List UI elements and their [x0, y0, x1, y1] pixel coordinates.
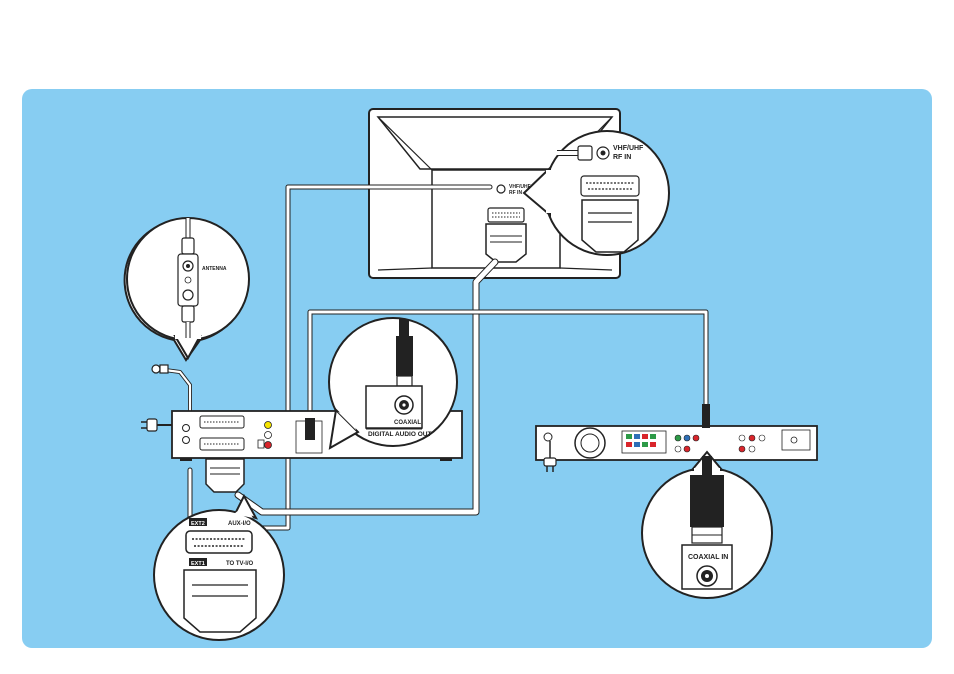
antenna-label: ANTENNA — [202, 266, 227, 272]
coaxial-label: COAXIAL — [394, 420, 421, 426]
aux-io-label: AUX-I/O — [228, 521, 251, 527]
tv-callout-scart-socket-icon — [581, 176, 639, 196]
svg-text:RF IN: RF IN — [509, 190, 522, 196]
recorder-scart-plug-icon — [206, 459, 244, 492]
tv-callout-scart-plug-icon — [582, 200, 638, 252]
tv-rf-jack-icon — [497, 185, 505, 193]
ext1-label: EXT1 — [191, 561, 205, 567]
ext2-scart-socket-icon — [186, 531, 252, 553]
coaxial-in-label: COAXIAL IN — [688, 554, 728, 561]
to-tv-io-label: TO TV-I/O — [226, 561, 254, 567]
antenna-plug-icon — [152, 365, 168, 373]
digital-audio-out-callout: COAXIAL DIGITAL AUDIO OUT — [329, 318, 457, 448]
tv-scart-plug-icon — [486, 224, 526, 262]
tv-rf-label-line1: VHF/UHF — [613, 145, 644, 152]
home-theater-coax-plug-icon — [702, 404, 710, 428]
digital-audio-out-label: DIGITAL AUDIO OUT — [368, 431, 431, 438]
tv-scart-socket-icon — [488, 208, 524, 222]
recorder-coax-plug-icon — [305, 418, 315, 440]
tv-rf-label-line2: RF IN — [613, 154, 631, 161]
ext2-label: EXT2 — [191, 521, 205, 527]
ext1-scart-plug-icon — [184, 570, 256, 632]
